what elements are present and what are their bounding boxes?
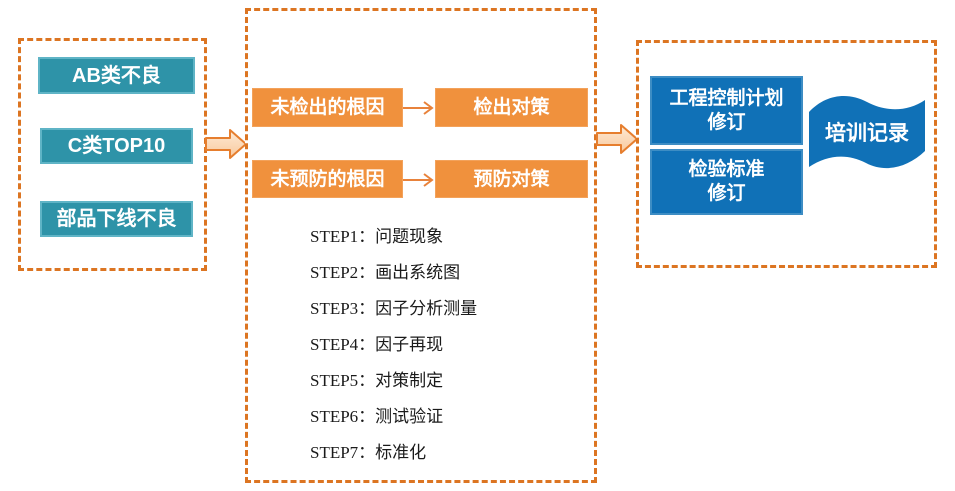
flag-label: 培训记录 xyxy=(825,121,909,145)
step-item: STEP6：测试验证 xyxy=(310,407,444,426)
step-item: STEP2：画出系统图 xyxy=(310,263,461,282)
flow-right-arrow-icon xyxy=(205,129,247,159)
step-item: STEP4：因子再现 xyxy=(310,335,444,354)
flow-right-arrow-icon xyxy=(596,124,638,154)
defect-source-box: C类TOP10 xyxy=(40,128,193,164)
root-cause-analysis-panel: 未检出的根因 检出对策 未预防的根因 预防对策 STEP1：问题现象 STEP2… xyxy=(245,8,597,483)
steps-list: STEP1：问题现象 STEP2：画出系统图 STEP3：因子分析测量 STEP… xyxy=(310,219,570,471)
training-record-flag: 培训记录 xyxy=(806,95,928,171)
defect-source-box: AB类不良 xyxy=(38,57,195,94)
root-cause-box: 未检出的根因 xyxy=(252,88,403,127)
countermeasure-box: 预防对策 xyxy=(435,160,588,198)
step-item: STEP7：标准化 xyxy=(310,443,427,462)
step-item: STEP1：问题现象 xyxy=(310,227,444,246)
defect-sources-panel: AB类不良 C类TOP10 部品下线不良 xyxy=(18,38,207,271)
root-cause-box: 未预防的根因 xyxy=(252,160,403,198)
cause-to-action-arrow-icon xyxy=(403,101,434,115)
countermeasure-box: 检出对策 xyxy=(435,88,588,127)
cause-to-action-arrow-icon xyxy=(403,173,434,187)
step-item: STEP3：因子分析测量 xyxy=(310,299,478,318)
wave-flag-icon xyxy=(809,96,925,169)
revision-box: 检验标准 修订 xyxy=(650,149,803,215)
step-item: STEP5：对策制定 xyxy=(310,371,444,390)
revision-box: 工程控制计划 修订 xyxy=(650,76,803,145)
defect-source-box: 部品下线不良 xyxy=(40,201,193,237)
output-panel: 工程控制计划 修订 检验标准 修订 培训记录 xyxy=(636,40,937,268)
